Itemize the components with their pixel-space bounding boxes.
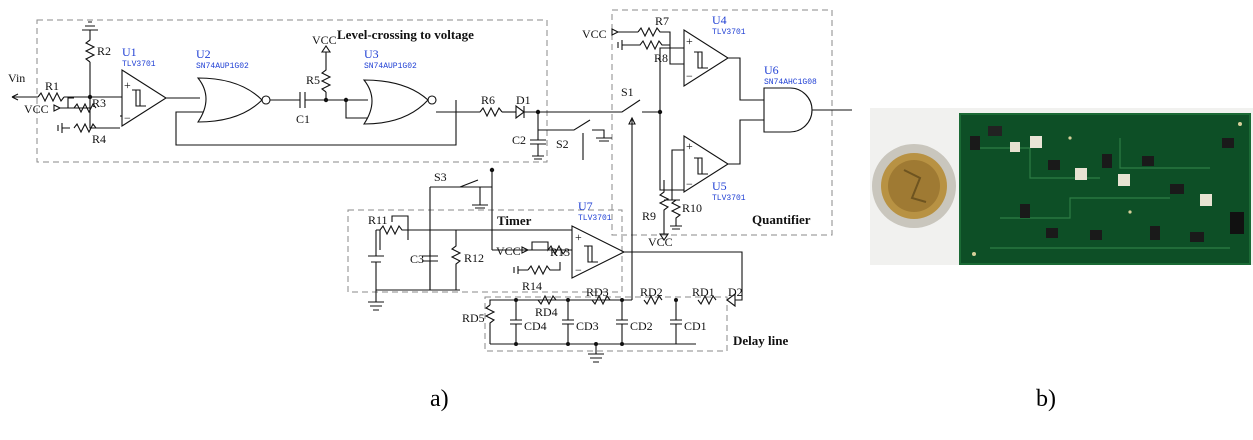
rd1-label: RD1: [692, 285, 715, 299]
d2-label: D2: [728, 285, 743, 299]
c3-label: C3: [410, 252, 424, 266]
s2-label: S2: [556, 137, 569, 151]
u3-ref: U3: [364, 47, 379, 61]
r10-label: R10: [682, 201, 702, 215]
resistor-r4: [73, 122, 97, 134]
u1-ref: U1: [122, 45, 137, 59]
c1-label: C1: [296, 112, 310, 126]
rd4-label: RD4: [535, 305, 558, 319]
and-gate-u6: [763, 87, 813, 133]
r8-label: R8: [654, 51, 668, 65]
resistor-r10: [670, 199, 682, 230]
resistor-r2: [84, 30, 96, 63]
resistor-r12: [450, 230, 462, 290]
resistor-r3: [67, 97, 97, 114]
d1-label: D1: [516, 93, 531, 107]
u2-ref: U2: [196, 47, 211, 61]
svg-text:−: −: [124, 111, 131, 125]
caption-a: a): [430, 386, 449, 412]
coin-image: [872, 144, 956, 228]
cd3-label: CD3: [576, 319, 599, 333]
r1-label: R1: [45, 79, 59, 93]
svg-text:−: −: [575, 263, 582, 277]
u4-part: TLV3701: [712, 28, 746, 37]
caption-b: b): [1036, 386, 1056, 412]
r5-label: R5: [306, 73, 320, 87]
rd5-label: RD5: [462, 311, 485, 325]
circuit-schematic: Level-crossing to voltage Quantifier Tim…: [8, 9, 852, 363]
u1-part: TLV3701: [122, 60, 156, 69]
svg-text:+: +: [124, 78, 131, 92]
r2-label: R2: [97, 44, 111, 58]
resistor-rd2: [643, 294, 663, 306]
level-crossing-block: [36, 19, 548, 163]
nor-gate-u2: [196, 77, 271, 123]
resistor-r1: [37, 91, 65, 103]
r7-label: R7: [655, 14, 669, 28]
c2-label: C2: [512, 133, 526, 147]
u5-part: TLV3701: [712, 194, 746, 203]
comparator-u7: + −: [571, 225, 626, 279]
vcc-label-4: VCC: [648, 235, 673, 249]
resistor-r6: [479, 106, 503, 118]
vcc-label-2: VCC: [312, 33, 337, 47]
vcc-label-3: VCC: [582, 27, 607, 41]
comparator-u5: + −: [683, 134, 730, 194]
u7-part: TLV3701: [578, 214, 612, 223]
s3-label: S3: [434, 170, 447, 184]
quantifier-label: Quantifier: [752, 212, 811, 227]
cd1-label: CD1: [684, 319, 707, 333]
r13-label: R13: [550, 245, 570, 259]
svg-text:−: −: [686, 177, 693, 191]
resistor-r7: [637, 26, 684, 65]
delay-line-label: Delay line: [733, 333, 788, 348]
vcc-label-1: VCC: [24, 102, 49, 116]
resistor-r9: [658, 180, 670, 228]
nor-gate-u3: [362, 79, 437, 125]
comparator-u4: + −: [683, 28, 730, 88]
u4-ref: U4: [712, 13, 727, 27]
rd2-label: RD2: [640, 285, 663, 299]
timer-label: Timer: [497, 213, 532, 228]
u7-ref: U7: [578, 199, 593, 213]
diode-d2: [726, 290, 743, 308]
resistor-r5: [320, 58, 332, 93]
resistor-r11: [379, 224, 430, 236]
s1-label: S1: [621, 85, 634, 99]
resistor-rd1: [697, 294, 717, 306]
resistor-rd5: [484, 304, 496, 344]
svg-text:+: +: [575, 230, 582, 244]
r9-label: R9: [642, 209, 656, 223]
u6-part: SN74AHC1G08: [764, 78, 817, 87]
cd4-label: CD4: [524, 319, 547, 333]
u2-part: SN74AUP1G02: [196, 62, 249, 71]
resistor-rd3: [591, 294, 611, 306]
u3-part: SN74AUP1G02: [364, 62, 417, 71]
diode-d1: [515, 104, 525, 120]
resistor-r8: [630, 39, 670, 51]
u6-ref: U6: [764, 63, 779, 77]
pcb-image: [959, 113, 1251, 265]
vin-label: Vin: [8, 71, 25, 85]
svg-text:+: +: [686, 34, 693, 48]
r11-label: R11: [368, 213, 388, 227]
quantifier-block: [611, 9, 833, 236]
vcc-label-5: VCC: [496, 244, 521, 258]
comparator-u1: + −: [121, 68, 168, 128]
r6-label: R6: [481, 93, 495, 107]
r4-label: R4: [92, 132, 106, 146]
svg-text:−: −: [686, 69, 693, 83]
resistor-r14: [527, 262, 561, 276]
board-photo: [870, 108, 1253, 265]
u5-ref: U5: [712, 179, 727, 193]
resistor-r13: [528, 241, 572, 256]
r12-label: R12: [464, 251, 484, 265]
svg-text:+: +: [686, 139, 693, 153]
level-crossing-label: Level-crossing to voltage: [337, 27, 474, 42]
rd3-label: RD3: [586, 285, 609, 299]
resistor-rd4: [537, 294, 557, 306]
r3-label: R3: [92, 96, 106, 110]
r14-label: R14: [522, 279, 542, 293]
cd2-label: CD2: [630, 319, 653, 333]
